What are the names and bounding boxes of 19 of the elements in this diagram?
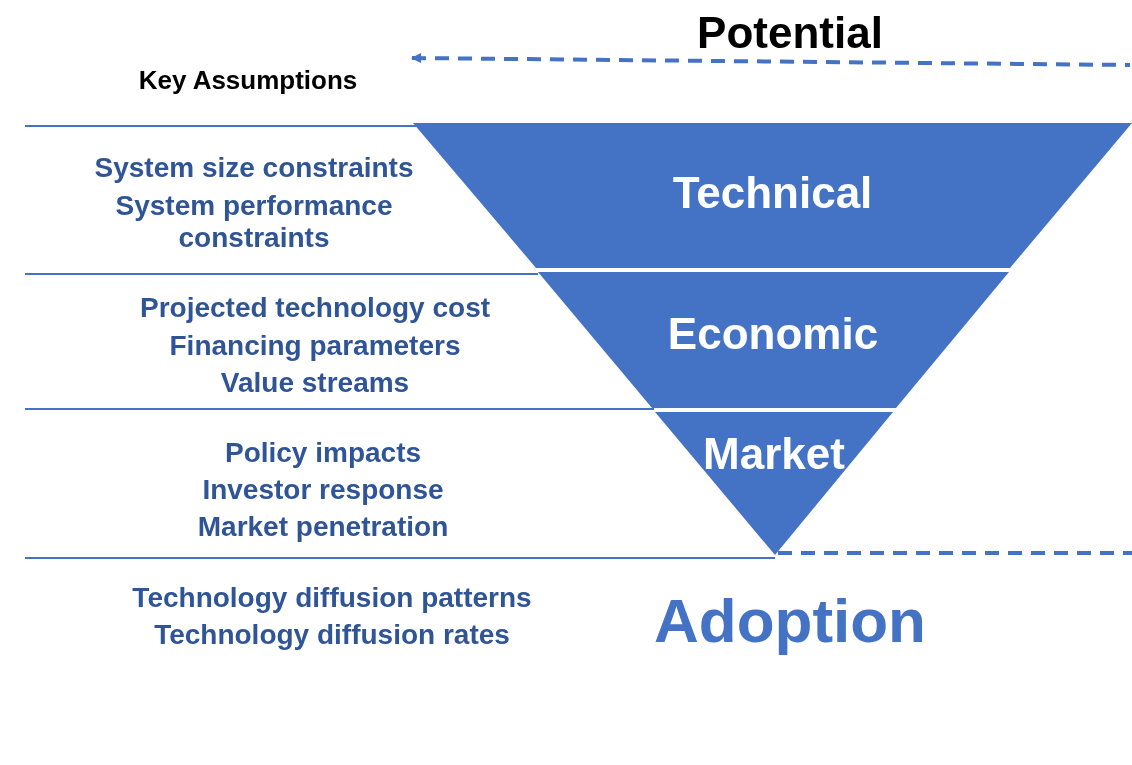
assumption-text: System size constraints [93,152,415,185]
assumption-text: Investor response [201,474,445,507]
stage-label: Adoption [653,585,927,657]
assumption-text: Policy impacts [223,437,423,470]
assumption-text: Technology diffusion rates [153,619,511,652]
assumption-text: Technology diffusion patterns [131,582,533,615]
funnel-band [413,123,1132,268]
assumption-text: Financing parameters [168,330,462,363]
assumption-text: Projected technology cost [138,292,492,325]
funnel-band [536,272,1010,408]
column-heading: Key Assumptions [137,66,359,96]
funnel-band [652,412,896,555]
band-label: Market [702,432,846,476]
assumption-text: Value streams [219,367,411,400]
heading: Potential [696,8,884,59]
band-label: Economic [666,312,880,356]
assumption-text: System performance constraints [114,190,394,255]
assumption-text: Market penetration [196,511,450,544]
band-label: Technical [671,171,874,215]
